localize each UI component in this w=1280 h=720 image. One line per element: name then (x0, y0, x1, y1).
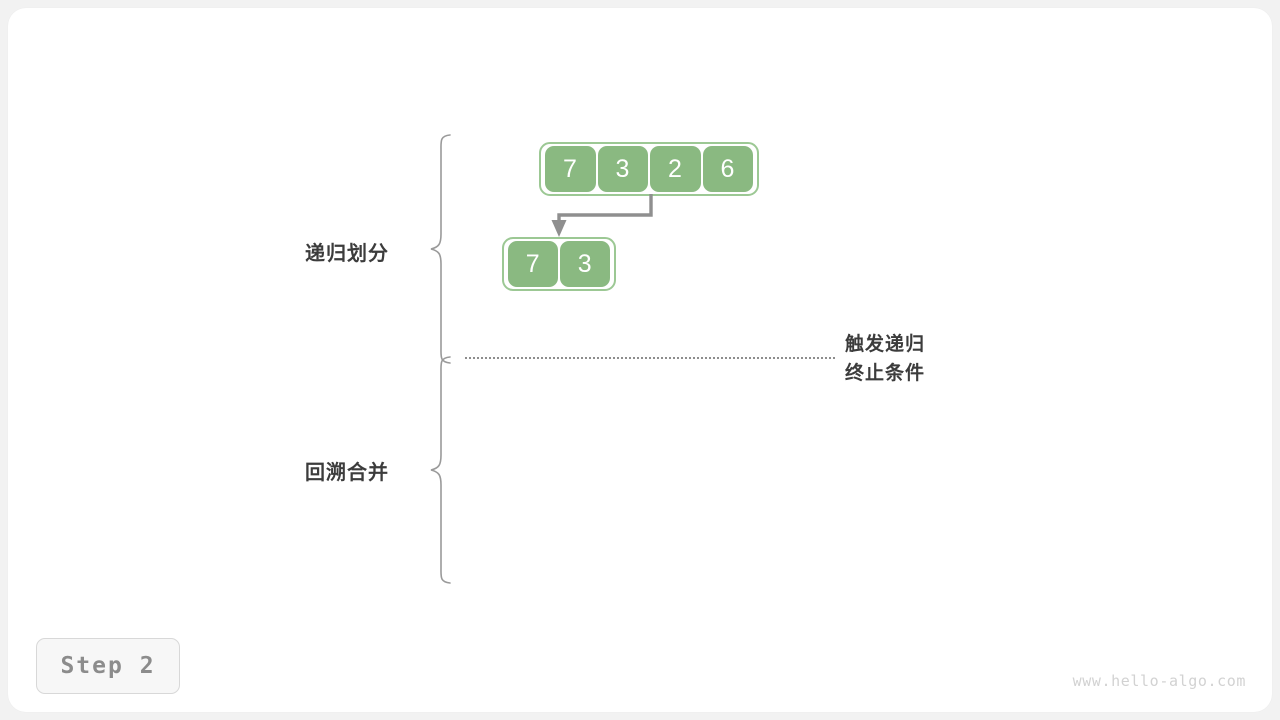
recursion-terminate-note-line2: 终止条件 (845, 363, 926, 384)
recursion-terminate-note-line1: 触发递归 (845, 334, 926, 355)
array-cell: 2 (650, 146, 701, 192)
split-arrow-icon (551, 194, 653, 237)
phase-label-divide: 递归划分 (305, 243, 389, 265)
recursion-terminate-note: 触发递归 终止条件 (845, 330, 925, 388)
array-cell: 7 (508, 241, 558, 287)
array-root: 7 3 2 6 (539, 142, 759, 196)
phase-label-merge: 回溯合并 (305, 462, 389, 484)
array-left-subarray: 7 3 (502, 237, 616, 291)
array-cell: 7 (545, 146, 596, 192)
watermark: www.hello-algo.com (1072, 672, 1246, 690)
array-cell: 3 (560, 241, 610, 287)
diagram-card (8, 8, 1272, 712)
brace-divide (430, 134, 451, 364)
step-badge: Step 2 (36, 638, 180, 694)
array-cell: 6 (702, 146, 753, 192)
array-cell: 3 (597, 146, 648, 192)
recursion-boundary-divider (465, 357, 835, 359)
brace-merge (430, 356, 451, 584)
